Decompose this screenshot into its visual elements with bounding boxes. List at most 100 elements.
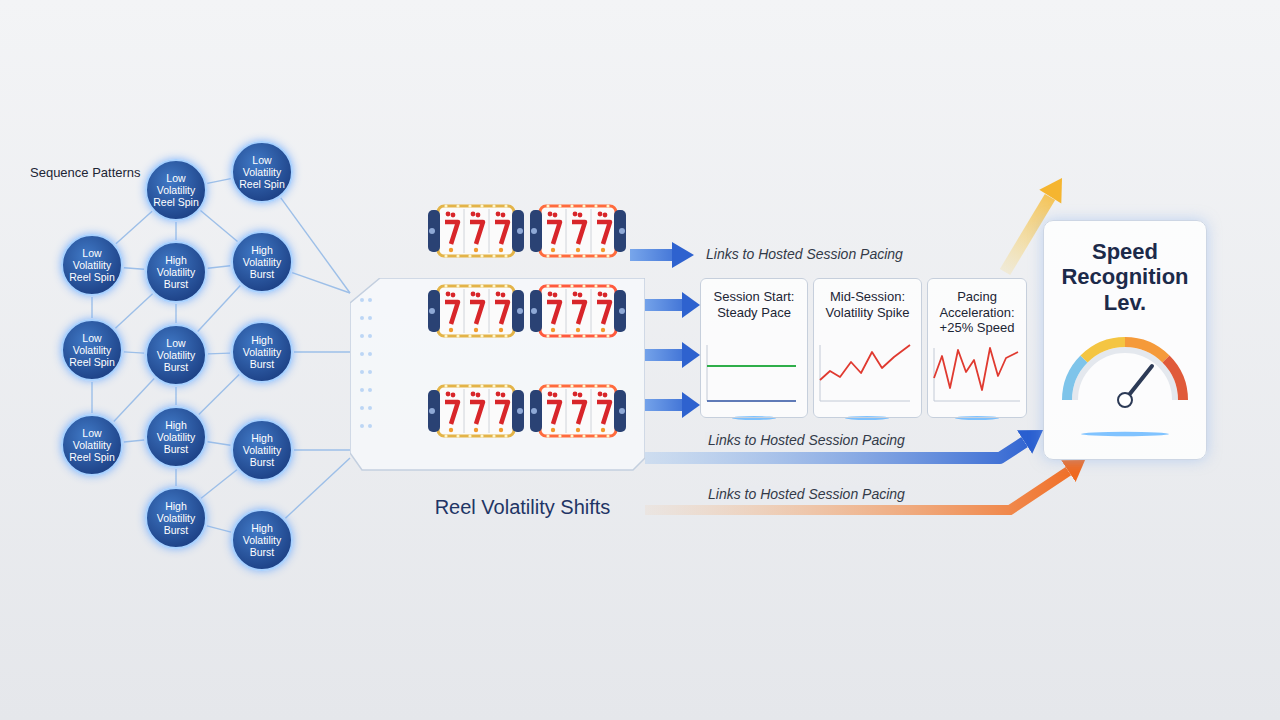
decor-rect [813,278,922,418]
decor-polygon [1039,178,1062,204]
decor-path [707,365,796,367]
node-text: High Volatility Burst [236,522,288,558]
link-line [199,375,239,415]
node-text: Low Volatility Reel Spin [66,427,118,463]
arrow-shaft [630,249,674,261]
slot-reel [530,204,626,257]
decor-circle [360,298,364,302]
panel-fill [350,278,645,470]
slot-reel [530,284,626,337]
node-text: Low Volatility Burst [150,337,202,373]
panel-outline [350,278,645,528]
decor-circle [360,424,364,428]
node-text: High Volatility Burst [236,334,288,370]
link-line [294,449,350,450]
node-text: Mid-Session: Volatility Spike [818,289,917,320]
decor-path [707,345,708,401]
link-line [175,222,176,240]
decor-rect [700,278,808,418]
link-line [281,198,350,293]
decor-path [707,400,796,402]
reel-panel: Reel Volatility Shifts [350,278,645,528]
link-line [208,352,230,354]
link-line [175,469,176,486]
slot-reel [428,284,524,337]
pattern-circle: Low Volatility Reel Spin [145,159,207,221]
acceleration-chart [934,348,1020,401]
link-line [116,211,152,243]
decor-path [1125,342,1166,359]
link-line [124,440,144,442]
node-text: Low Volatility Reel Spin [236,154,288,190]
pattern-circle: High Volatility Burst [145,406,207,468]
slot-reel [428,384,524,437]
decor-circle [368,424,372,428]
chart-card: Session Start: Steady Pace [700,278,808,418]
node-text: High Volatility Burst [150,419,202,455]
decor-circle [368,316,372,320]
link-line [91,297,92,318]
flow-arrow [645,349,682,361]
link-line [201,211,238,242]
decor-circle [368,352,372,356]
node-text: High Volatility Burst [150,500,202,536]
flow-arrow [645,299,682,311]
arrow-note: Links to Hosted Session Pacing [706,246,903,262]
decor-rect [927,278,1027,418]
decor-circle [1118,393,1132,407]
slot-reel [530,384,626,437]
speed-gauge [1067,342,1183,407]
pattern-circle: Low Volatility Reel Spin [61,414,123,476]
link-line [294,351,350,352]
slot-reels [428,204,626,437]
chart-card: Pacing Acceleration: +25% Speed [927,278,1027,418]
decor-circle [368,334,372,338]
decor-circle [368,388,372,392]
decor-path [820,345,821,401]
rising-arrow [1005,178,1062,272]
node-text: High Volatility Burst [236,432,288,468]
decor-ellipse [732,416,776,420]
link-line [175,387,176,405]
link-line [175,304,176,323]
slot-reel [428,204,524,257]
pattern-circle: High Volatility Burst [145,241,207,303]
link-line [285,458,350,518]
link-line [292,273,350,293]
decor-circle [368,370,372,374]
link-line [91,382,92,413]
pattern-circle: High Volatility Burst [231,419,293,481]
flow-arrow [645,399,682,411]
edge-label: Links to Hosted Session Pacing [705,486,908,502]
top-arrow [630,242,694,268]
node-text: High Volatility Burst [236,244,288,280]
panel-dots [360,298,372,428]
arrow-head [672,242,694,268]
flow-arrow [645,471,1068,510]
link-line [198,286,241,332]
panel-heading: Reel Volatility Shifts [400,496,645,519]
node-text: Pacing Acceleration: +25% Speed [932,289,1022,336]
decor-ellipse [955,416,999,420]
pattern-circle: High Volatility Burst [231,321,293,383]
node-text: Speed Recognition Lev. [1050,239,1200,315]
panel-border [350,278,645,470]
decor-circle [368,298,372,302]
decor-ellipse [1081,432,1169,436]
node-text: Low Volatility Reel Spin [66,247,118,283]
link-line [207,526,231,532]
chart-card: Mid-Session: Volatility Spike [813,278,922,418]
decor-path [1084,342,1125,359]
link-line [124,268,144,270]
node-text: High Volatility Burst [150,254,202,290]
decor-polyline [820,345,910,380]
edge-label: Links to Hosted Session Pacing [705,432,908,448]
link-line [208,266,230,269]
decor-circle [360,352,364,356]
decor-circle [360,406,364,410]
link-line [114,378,154,421]
decor-circle [360,370,364,374]
decor-path [934,401,1020,402]
pattern-circle: High Volatility Burst [145,487,207,549]
